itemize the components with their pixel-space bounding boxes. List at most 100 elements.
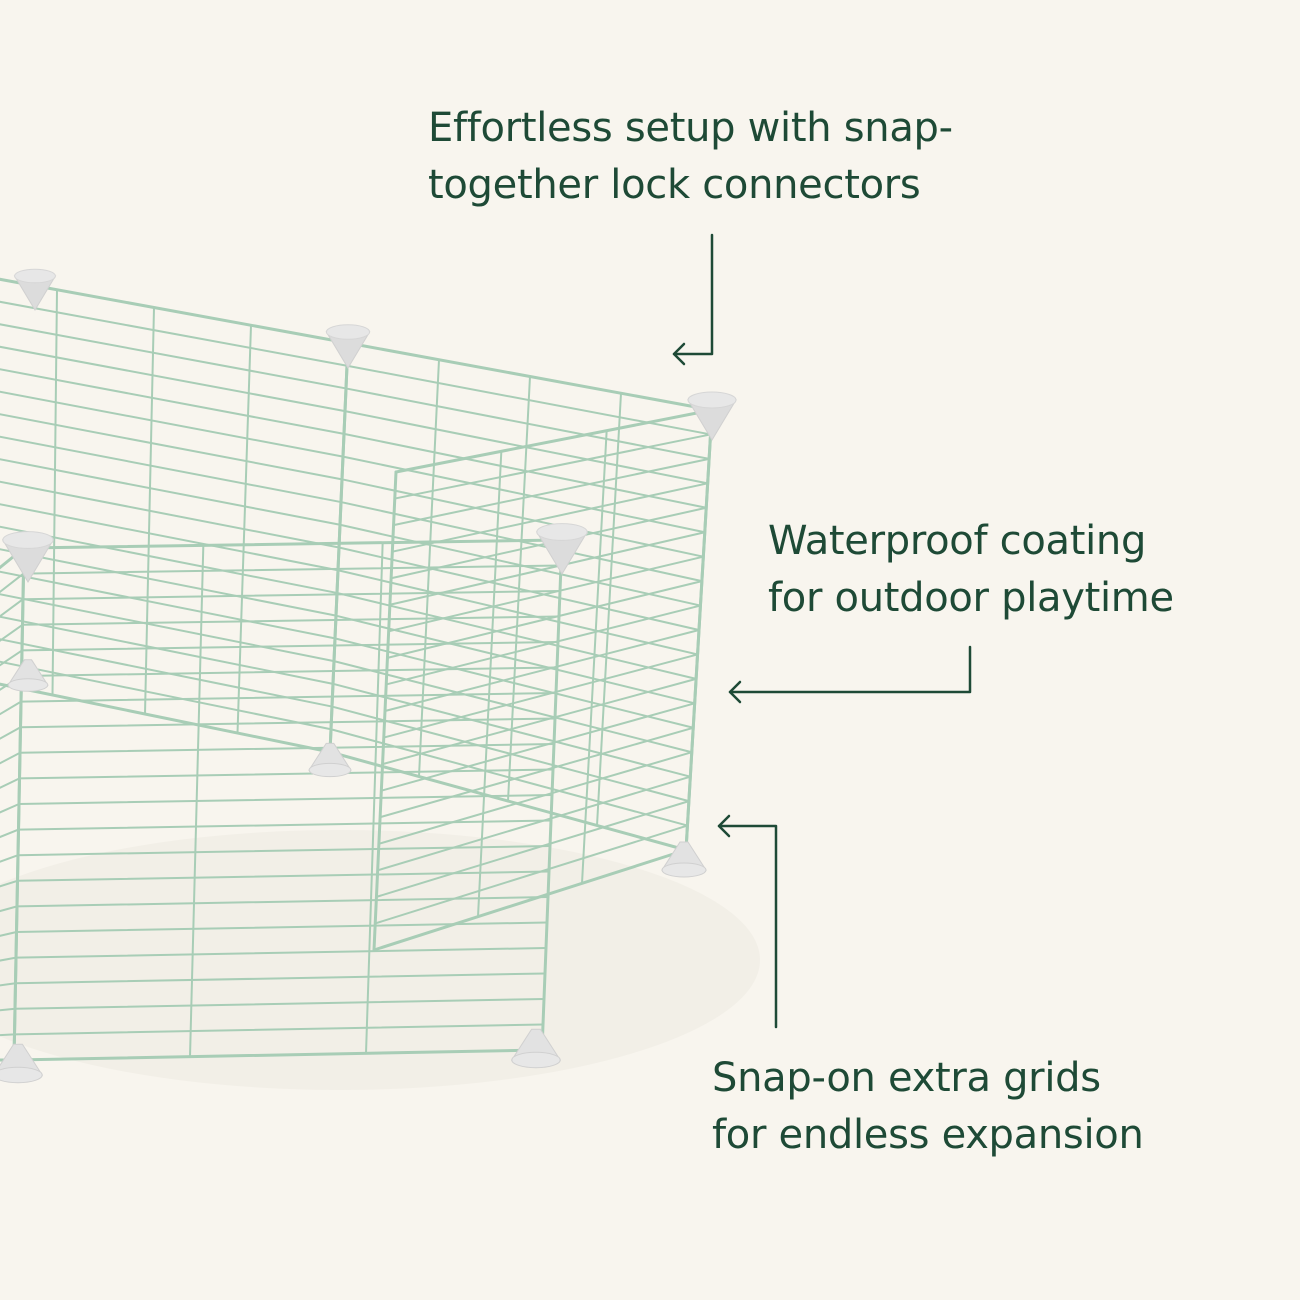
connector-foot (7, 659, 49, 692)
wire (0, 598, 24, 618)
wire (392, 457, 711, 527)
callout-waterproof-line1: Waterproof coating (768, 518, 1147, 564)
wire (51, 288, 58, 696)
wire (16, 896, 549, 908)
wire (372, 470, 398, 952)
wire (18, 794, 553, 805)
wire (379, 726, 695, 819)
wire (372, 848, 688, 952)
connector-cap (325, 324, 371, 369)
wire (17, 845, 551, 857)
wire (477, 450, 503, 918)
wire (0, 345, 346, 413)
wire (507, 375, 531, 802)
wire (20, 692, 557, 703)
wire (15, 921, 548, 933)
wire (144, 306, 155, 715)
wire (21, 641, 559, 652)
wire (380, 702, 696, 792)
wire (376, 775, 692, 872)
wire (382, 653, 699, 739)
wire (15, 947, 547, 959)
wire (596, 392, 622, 827)
lock-connectors (0, 268, 737, 1084)
wire (20, 666, 558, 677)
wire (540, 538, 564, 1052)
front-left-panel (0, 546, 26, 1062)
callout-setup-line1: Effortless setup with snap- (428, 105, 953, 151)
grid-panels (0, 277, 714, 1062)
wire (0, 572, 25, 594)
wire (18, 768, 554, 780)
wire (0, 956, 17, 962)
wire (394, 408, 714, 474)
wire (0, 905, 18, 913)
connector-foot (0, 1043, 44, 1084)
wire (381, 677, 698, 766)
callout-setup-line2: together lock connectors (428, 162, 921, 208)
wire (377, 751, 693, 845)
side-panel (372, 408, 714, 952)
wire (16, 870, 550, 882)
wire (19, 743, 555, 754)
wire (0, 700, 22, 716)
wire (236, 324, 252, 734)
wire (0, 803, 20, 814)
wire (328, 341, 350, 754)
callout-setup: Effortless setup with snap- together loc… (428, 100, 953, 214)
wire (0, 277, 350, 345)
wire (0, 982, 17, 987)
wire (0, 777, 21, 789)
wire (375, 800, 690, 898)
wire (384, 629, 700, 712)
wire (0, 323, 347, 390)
wire (12, 546, 26, 1062)
wire (684, 408, 714, 852)
wire (12, 1048, 544, 1062)
callout-waterproof: Waterproof coating for outdoor playtime (768, 513, 1174, 627)
wire (0, 300, 348, 367)
wire (365, 541, 384, 1055)
wire (13, 1023, 544, 1036)
back-panel-right (328, 341, 714, 852)
callout-grids-line1: Snap-on extra grids (712, 1055, 1101, 1101)
wire (0, 828, 20, 839)
wire (0, 854, 19, 863)
wire (22, 538, 564, 550)
wire (14, 972, 546, 985)
back-panel-left (0, 277, 350, 754)
wire (0, 649, 23, 667)
wire (0, 1007, 16, 1012)
wire (0, 931, 18, 937)
wire (0, 682, 332, 754)
connector-foot (308, 742, 352, 778)
connector-cap (1, 531, 55, 583)
wire (0, 623, 24, 642)
wire (0, 726, 22, 740)
wire (21, 615, 560, 626)
callout-grids-line2: for endless expansion (712, 1112, 1144, 1158)
wire (374, 824, 689, 925)
wire (0, 751, 21, 765)
wire (17, 819, 552, 831)
wire (14, 998, 545, 1010)
wire (385, 604, 702, 686)
connector-foot (510, 1028, 562, 1069)
wire (189, 544, 205, 1058)
wire (386, 580, 703, 659)
wire (0, 1033, 16, 1037)
wire (581, 429, 608, 885)
callout-waterproof-line2: for outdoor playtime (768, 575, 1174, 621)
wire (22, 564, 562, 575)
wire (0, 368, 345, 435)
wire (393, 433, 712, 500)
connector-cap (13, 268, 57, 311)
connector-foot (661, 841, 707, 878)
wire (19, 717, 556, 729)
connector-cap (687, 391, 737, 441)
connector-cap (535, 523, 589, 575)
wire (22, 590, 561, 601)
callout-grids: Snap-on extra grids for endless expansio… (712, 1050, 1144, 1164)
